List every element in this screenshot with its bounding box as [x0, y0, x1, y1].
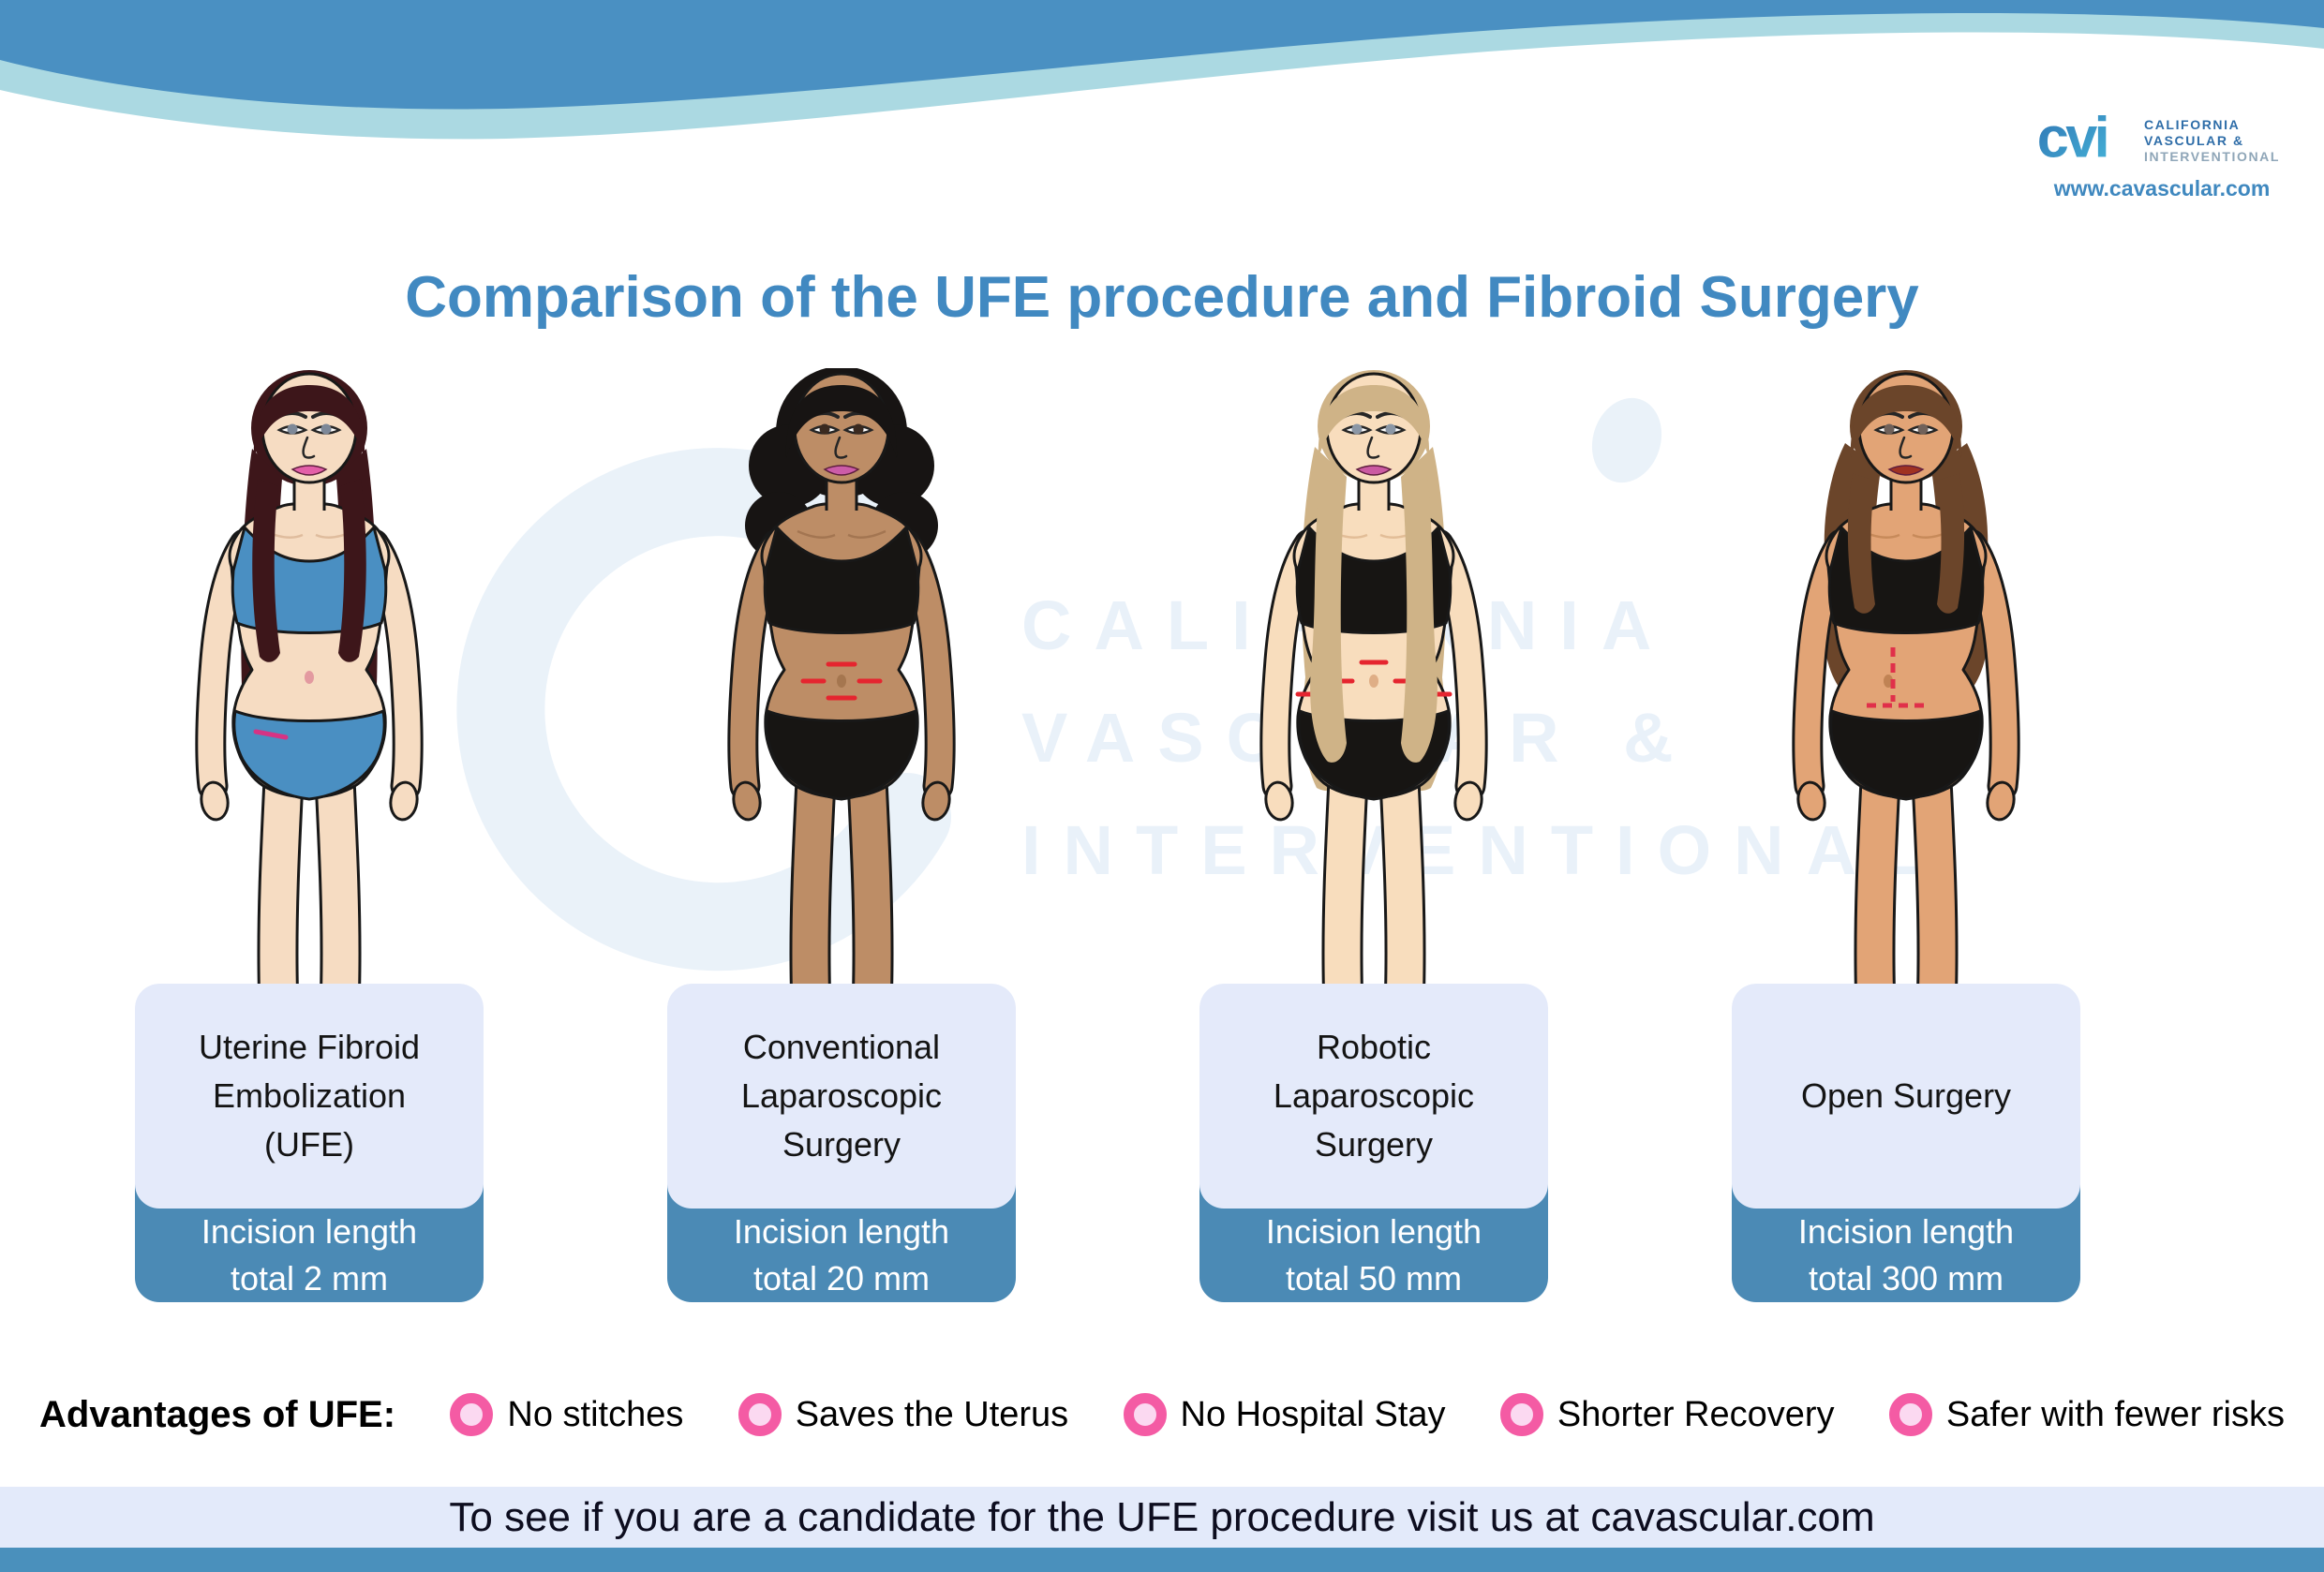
advantage-item: No stitches — [450, 1393, 683, 1436]
incision-length-text: Incision length total 20 mm — [733, 1211, 950, 1298]
pink-bullet-icon — [737, 1393, 782, 1436]
legs — [1321, 750, 1426, 988]
procedure-card: Robotic Laparoscopic Surgery Incision le… — [1199, 984, 1548, 1302]
logo-org-line: CALIFORNIA — [2144, 117, 2241, 132]
advantage-item: Saves the Uterus — [737, 1393, 1069, 1436]
advantage-text: Saves the Uterus — [795, 1394, 1069, 1434]
logo-org-line: VASCULAR & — [2144, 133, 2244, 148]
pink-bullet-icon — [1888, 1393, 1932, 1436]
hair-front — [1310, 477, 1438, 763]
procedure-card: Open Surgery Incision length total 300 m… — [1732, 984, 2080, 1302]
cvi-logo-text: cvi — [2037, 105, 2107, 169]
watermark-line: INTERVENTIONAL — [1021, 811, 1944, 889]
advantage-item: Shorter Recovery — [1499, 1393, 1835, 1436]
advantage-text: No stitches — [507, 1394, 684, 1434]
swimsuit-bottom — [765, 709, 918, 801]
procedure-name-panel: Conventional Laparoscopic Surgery — [667, 984, 1016, 1209]
advantages-row: Advantages of UFE: No stitches Saves the … — [39, 1375, 2285, 1454]
legs — [1854, 750, 1959, 988]
figure-2 — [687, 368, 996, 988]
header-wave-dark — [0, 0, 2324, 110]
procedure-name: Uterine Fibroid Embolization (UFE) — [198, 1027, 421, 1164]
swimsuit-top — [763, 526, 920, 634]
procedure-name: Robotic Laparoscopic Surgery — [1273, 1027, 1475, 1164]
procedure-name-panel: Robotic Laparoscopic Surgery — [1199, 984, 1548, 1209]
page-title: Comparison of the UFE procedure and Fibr… — [405, 265, 1919, 330]
hair-front — [252, 479, 366, 662]
pink-bullet-icon — [450, 1393, 494, 1436]
legs — [257, 750, 362, 988]
figure-4 — [1751, 368, 2061, 988]
hair-front — [1847, 473, 1965, 614]
incision-length-text: Incision length total 50 mm — [1265, 1211, 1482, 1298]
advantage-text: Safer with fewer risks — [1945, 1394, 2285, 1434]
patient-figure — [195, 370, 424, 988]
figure-3 — [1219, 368, 1528, 988]
cvi-logo-block: cvi CALIFORNIA VASCULAR & INTERVENTIONAL… — [2035, 101, 2288, 201]
legs — [789, 750, 894, 988]
procedure-card: Conventional Laparoscopic Surgery Incisi… — [667, 984, 1016, 1302]
hair-cap — [1850, 385, 1962, 458]
hair-cap — [1318, 385, 1430, 458]
navel — [1369, 675, 1378, 688]
advantage-text: Shorter Recovery — [1557, 1394, 1835, 1434]
advantage-item: Safer with fewer risks — [1888, 1393, 2285, 1436]
navel — [305, 671, 314, 684]
procedure-name-panel: Uterine Fibroid Embolization (UFE) — [135, 984, 484, 1209]
hair-cap — [253, 385, 365, 458]
hair-cap — [785, 385, 898, 458]
header-wave — [0, 0, 2324, 140]
cvi-logo-icon: cvi — [2037, 105, 2110, 169]
procedure-name-panel: Open Surgery — [1732, 984, 2080, 1209]
patient-figure — [727, 368, 956, 988]
figure-1 — [155, 368, 464, 988]
procedure-name: Open Surgery — [1800, 1075, 2012, 1115]
website-url: www.cavascular.com — [2053, 176, 2271, 200]
advantages-label: Advantages of UFE: — [39, 1393, 396, 1435]
footer-text: To see if you are a candidate for the UF… — [449, 1493, 1875, 1540]
procedure-name: Conventional Laparoscopic Surgery — [740, 1027, 943, 1164]
advantage-item: No Hospital Stay — [1123, 1393, 1446, 1436]
face — [276, 411, 342, 476]
advantage-text: No Hospital Stay — [1180, 1394, 1446, 1434]
footer-band: To see if you are a candidate for the UF… — [0, 1487, 2324, 1548]
pink-bullet-icon — [1123, 1393, 1167, 1436]
patient-figure — [1259, 370, 1488, 988]
swimsuit-bottom — [1829, 709, 1983, 801]
navel — [837, 675, 846, 688]
procedure-card: Uterine Fibroid Embolization (UFE) Incis… — [135, 984, 484, 1302]
logo-org-line: INTERVENTIONAL — [2144, 149, 2281, 164]
incision-marks — [253, 729, 289, 740]
patient-figure — [1792, 370, 2020, 988]
footer-bottom-bar — [0, 1548, 2324, 1572]
incision-marks — [800, 661, 883, 701]
pink-bullet-icon — [1499, 1393, 1543, 1436]
incision-marks — [1867, 647, 1925, 708]
incision-length-text: Incision length total 2 mm — [201, 1211, 418, 1298]
incision-length-text: Incision length total 300 mm — [1797, 1211, 2015, 1298]
